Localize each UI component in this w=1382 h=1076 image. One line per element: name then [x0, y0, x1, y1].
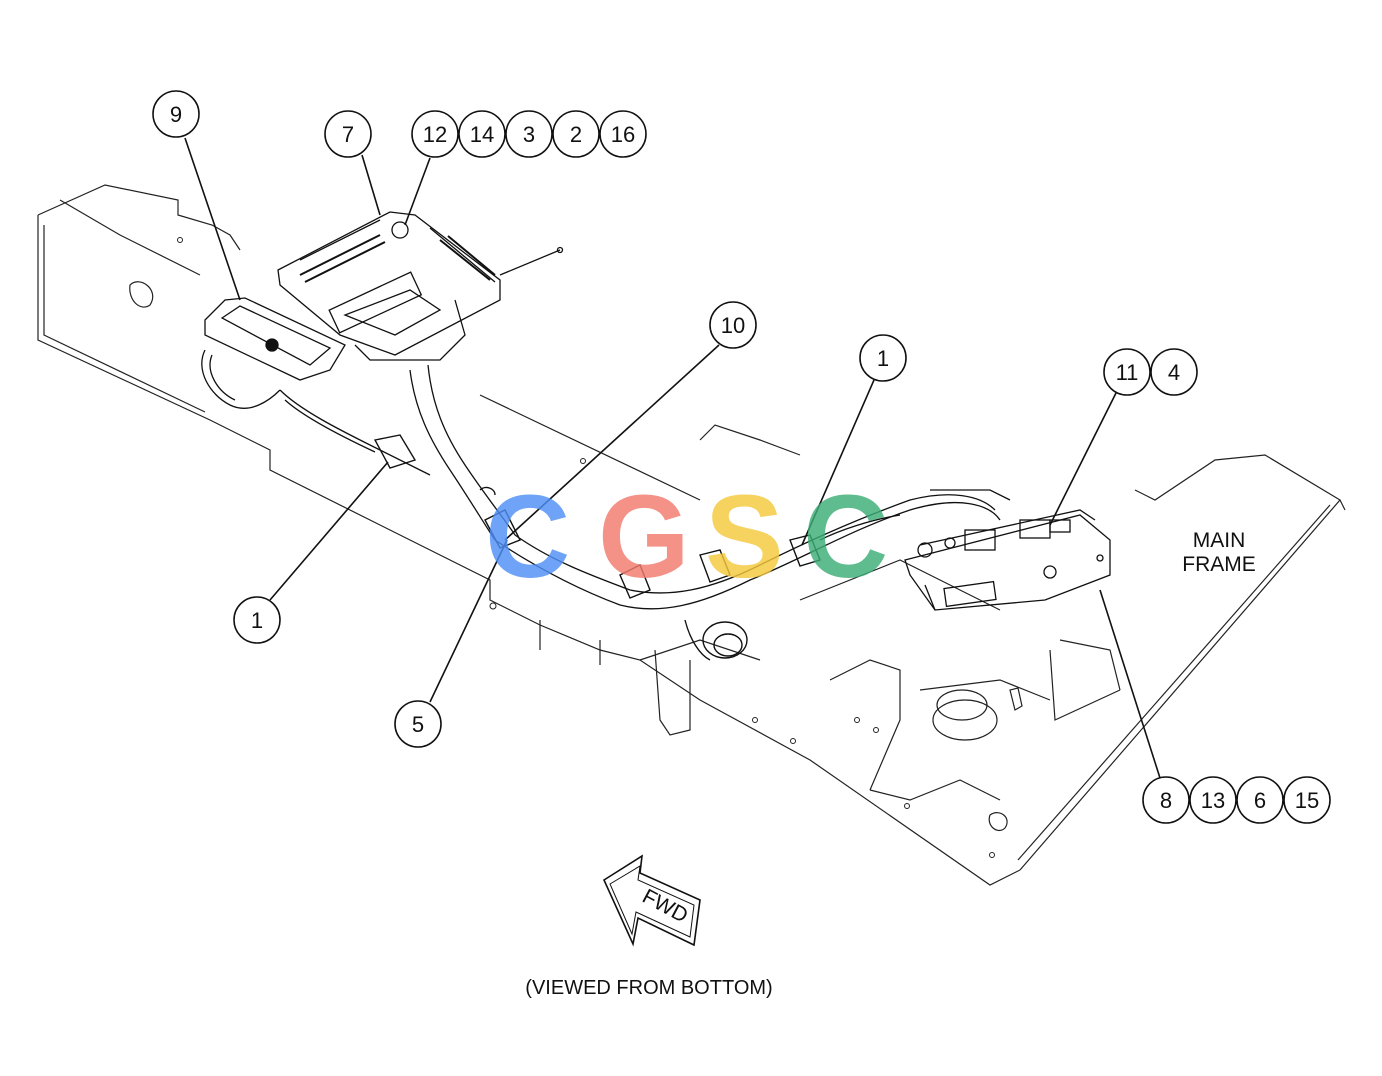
- watermark-letter-s: S: [705, 471, 784, 603]
- callout-13: 13: [1201, 788, 1225, 813]
- callout-8-circle: [1142, 776, 1190, 824]
- callout-4-circle: [1150, 348, 1198, 396]
- callout-10: 10: [721, 313, 745, 338]
- view-note: (VIEWED FROM BOTTOM): [525, 977, 772, 999]
- main-frame-label-line1: MAIN: [1193, 529, 1246, 552]
- frame-holes: [177, 237, 995, 858]
- main-frame-label: MAIN FRAME: [1182, 529, 1256, 576]
- watermark-letter-c1: C: [485, 471, 570, 603]
- callout-7-circle: [324, 110, 372, 158]
- callout-1-top: 1: [877, 346, 889, 371]
- callout-14: 14: [470, 122, 494, 147]
- callout-1-bottom: 1: [251, 608, 263, 633]
- callout-1-top-circle: [859, 334, 907, 382]
- harness-connectors: [373, 434, 821, 661]
- wire-harness: [201, 349, 1011, 610]
- watermark: C G S C: [485, 471, 888, 603]
- callout-6: 6: [1254, 788, 1266, 813]
- callout-11: 11: [1116, 360, 1139, 385]
- callout-15: 15: [1295, 788, 1319, 813]
- callout-9: 9: [170, 102, 182, 127]
- callout-14-circle: [458, 110, 506, 158]
- callout-16: 16: [611, 122, 635, 147]
- watermark-letter-g: G: [598, 471, 690, 603]
- callout-16-circle: [599, 110, 647, 158]
- callout-4: 4: [1168, 360, 1180, 385]
- leader-lines: [184, 137, 1161, 779]
- relay-box: [904, 509, 1111, 611]
- callout-3: 3: [523, 122, 535, 147]
- callout-10-circle: [709, 301, 757, 349]
- callout-numbers: 9 7 12 14 3 2 16 10 1 11 4 1 5 8 13 6 15: [170, 102, 1319, 813]
- callouts: [152, 90, 1331, 824]
- main-frame-rail: [37, 184, 1346, 886]
- callout-15-circle: [1283, 776, 1331, 824]
- mounting-plate: [204, 297, 346, 381]
- callout-8: 8: [1160, 788, 1172, 813]
- callout-12: 12: [423, 122, 447, 147]
- callout-11-circle: [1103, 348, 1151, 396]
- callout-2: 2: [570, 122, 582, 147]
- callout-12-circle: [411, 110, 459, 158]
- watermark-letter-c2: C: [803, 471, 888, 603]
- callout-5-circle: [394, 700, 442, 748]
- callout-6-circle: [1236, 776, 1284, 824]
- callout-1-bottom-circle: [233, 596, 281, 644]
- callout-5: 5: [412, 712, 424, 737]
- controller-module: [277, 211, 564, 361]
- callout-2-circle: [552, 110, 600, 158]
- callout-3-circle: [505, 110, 553, 158]
- callout-13-circle: [1189, 776, 1237, 824]
- callout-7: 7: [342, 122, 354, 147]
- forward-arrow: FWD: [602, 854, 701, 947]
- main-frame-label-line2: FRAME: [1182, 553, 1256, 576]
- callout-9-circle: [152, 90, 200, 138]
